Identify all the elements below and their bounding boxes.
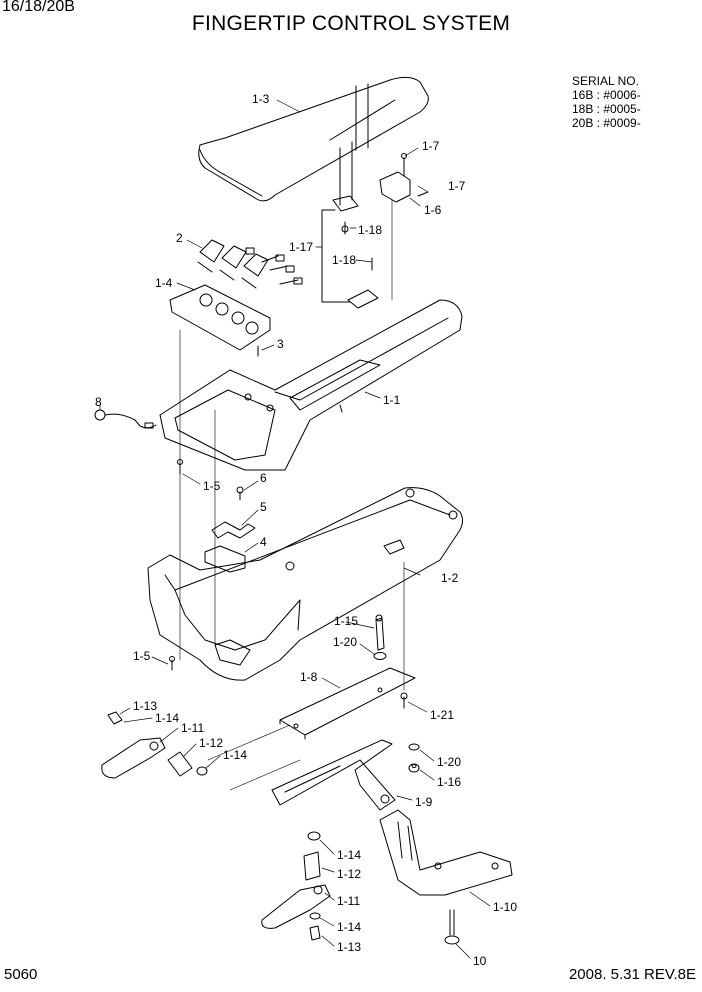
- part-bolt-1-15: [373, 614, 387, 660]
- callout-1-7a: 1-7: [422, 139, 440, 153]
- page-title: FINGERTIP CONTROL SYSTEM: [191, 12, 511, 35]
- callout-1-16: 1-16: [437, 775, 461, 789]
- part-upper-housing: [159, 299, 463, 471]
- serial-line-16b: 16B : #0006-: [572, 88, 641, 102]
- callout-1-14c: 1-14: [337, 848, 361, 862]
- callout-1-7b: 1-7: [448, 179, 466, 193]
- callout-1-18a: 1-18: [358, 223, 382, 237]
- callout-1-18b: 1-18: [332, 253, 356, 267]
- callout-1-13a: 1-13: [133, 699, 157, 713]
- callout-1-10: 1-10: [493, 900, 517, 914]
- part-plate-1-8: [279, 667, 416, 740]
- part-lever-lower: [261, 831, 331, 941]
- callout-1-2: 1-2: [441, 571, 459, 585]
- callout-1-6: 1-6: [424, 203, 442, 217]
- part-washers-right: [408, 743, 420, 773]
- callout-1-5a: 1-5: [203, 479, 221, 493]
- callout-10: 10: [473, 954, 487, 968]
- part-switches: [197, 239, 303, 289]
- callout-8: 8: [95, 395, 102, 409]
- callout-1-12b: 1-12: [337, 867, 361, 881]
- part-armrest-cover: [198, 76, 429, 202]
- callout-1-14a: 1-14: [155, 711, 179, 725]
- part-connector-8: [94, 409, 157, 429]
- callout-5: 5: [260, 500, 267, 514]
- callout-6: 6: [260, 471, 267, 485]
- callout-1-14d: 1-14: [337, 920, 361, 934]
- callout-1-5b: 1-5: [133, 649, 151, 663]
- callout-1-1: 1-1: [383, 393, 401, 407]
- page-number: 5060: [4, 966, 38, 983]
- callout-3: 3: [277, 337, 284, 351]
- part-lower-housing: [147, 487, 463, 681]
- serial-line-20b: 20B : #0009-: [572, 116, 641, 130]
- revision-date: 2008. 5.31 REV.8E: [568, 966, 696, 983]
- callout-1-3: 1-3: [252, 92, 270, 106]
- part-bracket-1-10: [379, 809, 513, 896]
- callout-labels: 1-3 1-7 1-7 1-6 2 1-17 1-18 1-18 1-4 3 1…: [95, 92, 517, 968]
- serial-heading: SERIAL NO.: [572, 74, 639, 88]
- callout-1-12a: 1-12: [199, 736, 223, 750]
- callout-1-14b: 1-14: [223, 748, 247, 762]
- callout-1-11a: 1-11: [181, 721, 204, 735]
- part-screw-1-21: [400, 692, 408, 709]
- leader-lines: [99, 99, 491, 959]
- callout-1-15: 1-15: [334, 614, 358, 628]
- callout-1-8: 1-8: [300, 670, 318, 684]
- part-brackets: [321, 89, 429, 309]
- part-bolt-10: [444, 909, 460, 945]
- callout-1-4: 1-4: [155, 276, 173, 290]
- serial-number-block: SERIAL NO. 16B : #0006- 18B : #0005- 20B…: [572, 74, 641, 130]
- callout-4: 4: [260, 535, 267, 549]
- callout-1-20b: 1-20: [437, 755, 461, 769]
- part-small-module: [204, 486, 256, 573]
- part-screws-1-5: [169, 459, 183, 671]
- callout-1-9: 1-9: [415, 795, 433, 809]
- part-lever-left: [101, 711, 208, 779]
- part-bracket-1-9: [271, 739, 396, 811]
- part-switch-panel: [169, 284, 271, 357]
- callout-1-17: 1-17: [289, 240, 313, 254]
- serial-line-18b: 18B : #0005-: [572, 102, 641, 116]
- center-lines: [179, 199, 405, 791]
- callout-1-11b: 1-11: [337, 894, 360, 908]
- callout-1-13b: 1-13: [337, 940, 361, 954]
- callout-1-21: 1-21: [430, 708, 454, 722]
- callout-1-20a: 1-20: [333, 635, 357, 649]
- model-label: 16/18/20B: [2, 0, 75, 15]
- callout-2: 2: [176, 231, 183, 245]
